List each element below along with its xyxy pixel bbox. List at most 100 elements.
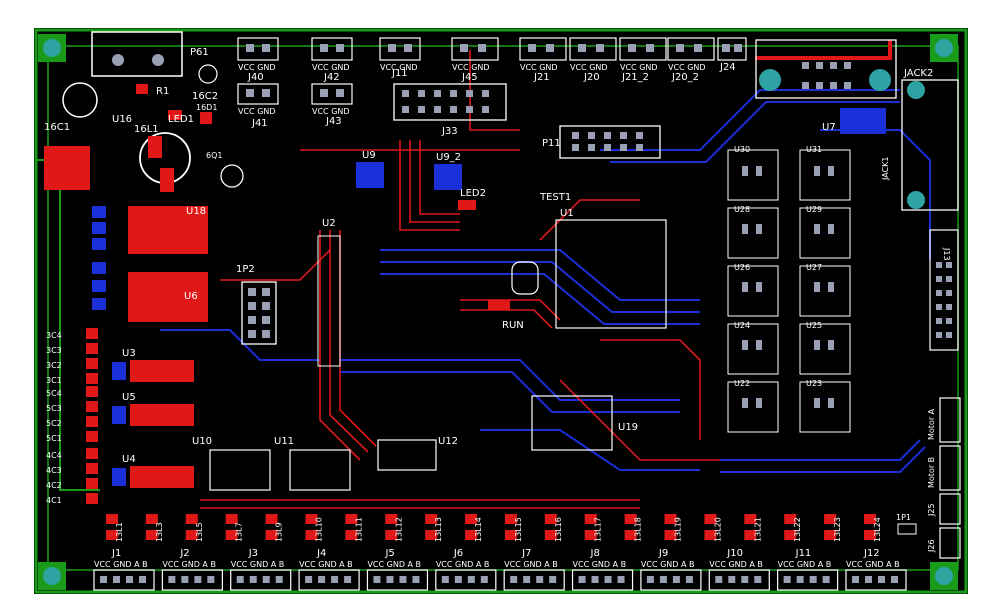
bottom-connector-ref: J6 (453, 548, 463, 559)
j25-outline (939, 493, 961, 525)
svg-text:J20_2: J20_2 (671, 72, 699, 83)
dsub-mount-left (759, 69, 781, 91)
svg-text:VCC GND: VCC GND (520, 63, 558, 72)
bottom-connector-outline (230, 569, 292, 591)
bottom-connector-pin (536, 576, 544, 583)
16c1-outline (62, 82, 98, 118)
svg-text:U25: U25 (806, 321, 822, 330)
connector-j43: VCC GND J43 (311, 83, 353, 127)
run-label: RUN (502, 320, 524, 331)
mount-hole-top-left (43, 39, 61, 57)
dsub-mount-right (869, 69, 891, 91)
bottom-layer-traces (160, 89, 931, 473)
svg-text:J24: J24 (719, 62, 736, 73)
bottom-resistor-label: 13L1 (115, 522, 124, 542)
bottom-connector-pin (373, 576, 381, 583)
bottom-connector-pin (113, 576, 120, 583)
left-channel-pad (86, 448, 98, 459)
bottom-resistor-pad (704, 514, 717, 524)
bottom-connector-outline (708, 569, 770, 591)
power-trace-top (755, 40, 892, 60)
bottom-connector-pin (207, 576, 215, 583)
bottom-connector-pin (783, 576, 791, 583)
bottom-resistor-pad (425, 514, 438, 524)
svg-text:U4: U4 (122, 454, 136, 465)
svg-text:VCC GND: VCC GND (570, 63, 608, 72)
bottom-resistor-pad (704, 530, 717, 540)
p61-pad-2 (152, 54, 164, 66)
j13-label: J13 (942, 247, 951, 261)
bottom-resistor-pad (584, 514, 597, 524)
bottom-resistor-label: 13L7 (235, 522, 244, 542)
ic-u2: U2 (317, 218, 341, 367)
svg-text:VCC GND: VCC GND (238, 107, 276, 116)
bottom-connector-outline (503, 569, 565, 591)
bottom-connector-pin (604, 576, 612, 583)
bottom-resistor-label: 13L21 (753, 517, 762, 542)
bottom-connector-pin (386, 576, 394, 583)
svg-text:VCC GND: VCC GND (238, 63, 276, 72)
svg-text:J42: J42 (323, 72, 340, 83)
bottom-resistor-pad (305, 514, 318, 524)
left-channel-pad (86, 431, 98, 442)
bottom-connector-pin (399, 576, 407, 583)
led2-label: LED2 (460, 188, 486, 199)
left-channel-pad (86, 343, 98, 354)
bottom-connector-pin (344, 576, 352, 583)
bottom-resistor-label: 13L16 (554, 517, 563, 542)
svg-text:U11: U11 (274, 436, 294, 447)
svg-text:VCC GND: VCC GND (620, 63, 658, 72)
bottom-resistor-pad (584, 530, 597, 540)
bottom-connector-pin (181, 576, 189, 583)
mount-hole-top-right (935, 39, 953, 57)
bottom-resistor-label: 13L20 (713, 517, 722, 542)
bottom-connector-outline (571, 569, 634, 591)
p11-outline (559, 125, 661, 159)
svg-text:VCC GND: VCC GND (312, 107, 350, 116)
svg-text:U19: U19 (618, 422, 638, 433)
bottom-resistor-pad (664, 530, 677, 540)
bottom-connector-pin (480, 576, 488, 583)
bottom-connector-pins: VCC GND A B (231, 560, 285, 569)
dsub-connector-outline (755, 39, 897, 99)
bottom-connector-ref: J11 (795, 548, 812, 559)
bottom-resistor-pad (106, 514, 118, 524)
bottom-connector-outline (366, 569, 429, 591)
left-channel-pad (86, 386, 98, 397)
left-channel-pad (86, 463, 98, 474)
left-channel-pad (86, 493, 98, 504)
bottom-connector-pin (100, 576, 107, 583)
left-channel-label: 4C3 (46, 466, 62, 475)
u7-body (840, 108, 886, 134)
bottom-resistor-label: 13L14 (474, 517, 483, 542)
bottom-connector-pin (467, 576, 475, 583)
svg-text:U10: U10 (192, 436, 212, 447)
bottom-connector-pin (591, 576, 599, 583)
left-channel-label: 5C2 (46, 419, 62, 428)
j33-pads (402, 90, 489, 113)
p61-pad-1 (112, 54, 124, 66)
bottom-connector-pin (126, 576, 133, 583)
u18-label: U18 (186, 206, 206, 217)
left-channel-label: 4C2 (46, 481, 62, 490)
bottom-resistor-pad (504, 530, 517, 540)
r1-label: R1 (156, 86, 169, 97)
bottom-connector-pins: VCC GND A B (778, 560, 832, 569)
bottom-connector-outline (777, 569, 839, 591)
bottom-connector-pin (578, 576, 586, 583)
bottom-connector-pin (617, 576, 625, 583)
bottom-resistor-label: 13L5 (195, 522, 204, 542)
bottom-resistor-label: 13L10 (314, 517, 323, 542)
bottom-resistor-pad (544, 530, 557, 540)
u6-label: U6 (184, 291, 198, 302)
bottom-resistor-pad (185, 530, 198, 540)
ic-u9-2: U9_2 (434, 152, 462, 190)
ic-u3: U3 (112, 348, 194, 382)
bottom-connector-pin (852, 576, 859, 583)
svg-text:J45: J45 (461, 72, 478, 83)
bottom-connector-pins: VCC GND A B (641, 560, 695, 569)
16d1-pad (200, 112, 212, 124)
bottom-connector-pin (672, 576, 680, 583)
bottom-connector-pins: VCC GND A B (162, 560, 216, 569)
